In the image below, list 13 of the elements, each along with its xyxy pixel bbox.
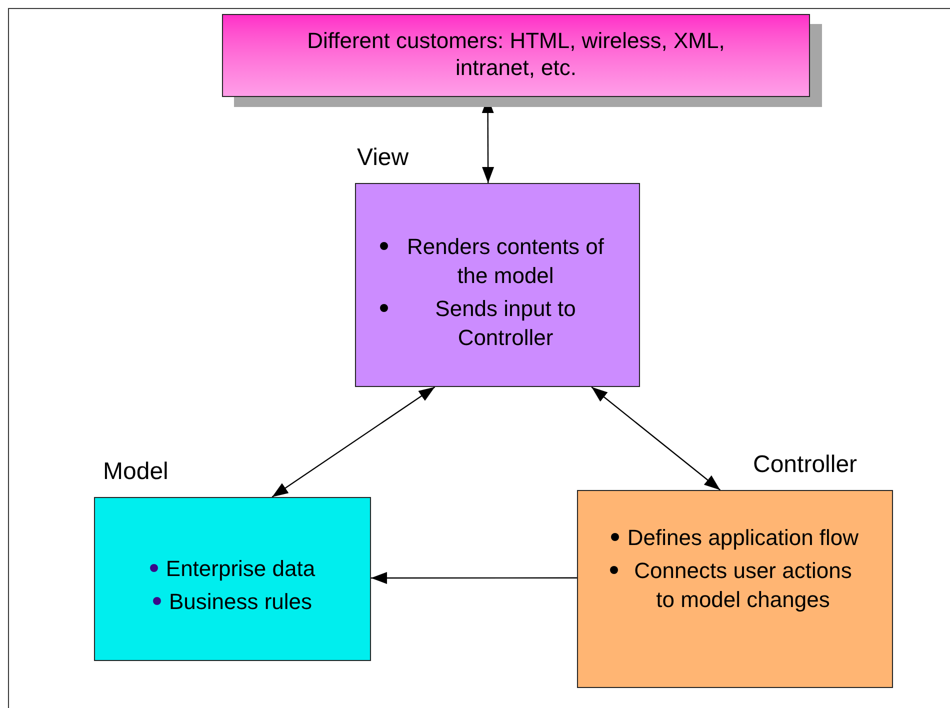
bullet-text: Defines application flow: [627, 524, 859, 552]
node-heading: Model: [103, 457, 170, 487]
box-text: Different customers: HTML, wireless, XML, intranet, etc.: [306, 27, 726, 81]
bullet-text: Renders contents of the model: [406, 233, 605, 290]
arrow: [371, 572, 577, 584]
arrow: [272, 386, 436, 498]
bullet-text: Connects user actions to model changes: [633, 557, 853, 614]
bullet-text: Sends input to Controller: [434, 295, 577, 352]
bullet-text: Enterprise data: [166, 555, 316, 583]
node-heading: Controller: [753, 450, 858, 480]
bullet-text: Business rules: [168, 588, 312, 616]
arrow: [591, 386, 721, 490]
node-heading: View: [357, 143, 410, 173]
